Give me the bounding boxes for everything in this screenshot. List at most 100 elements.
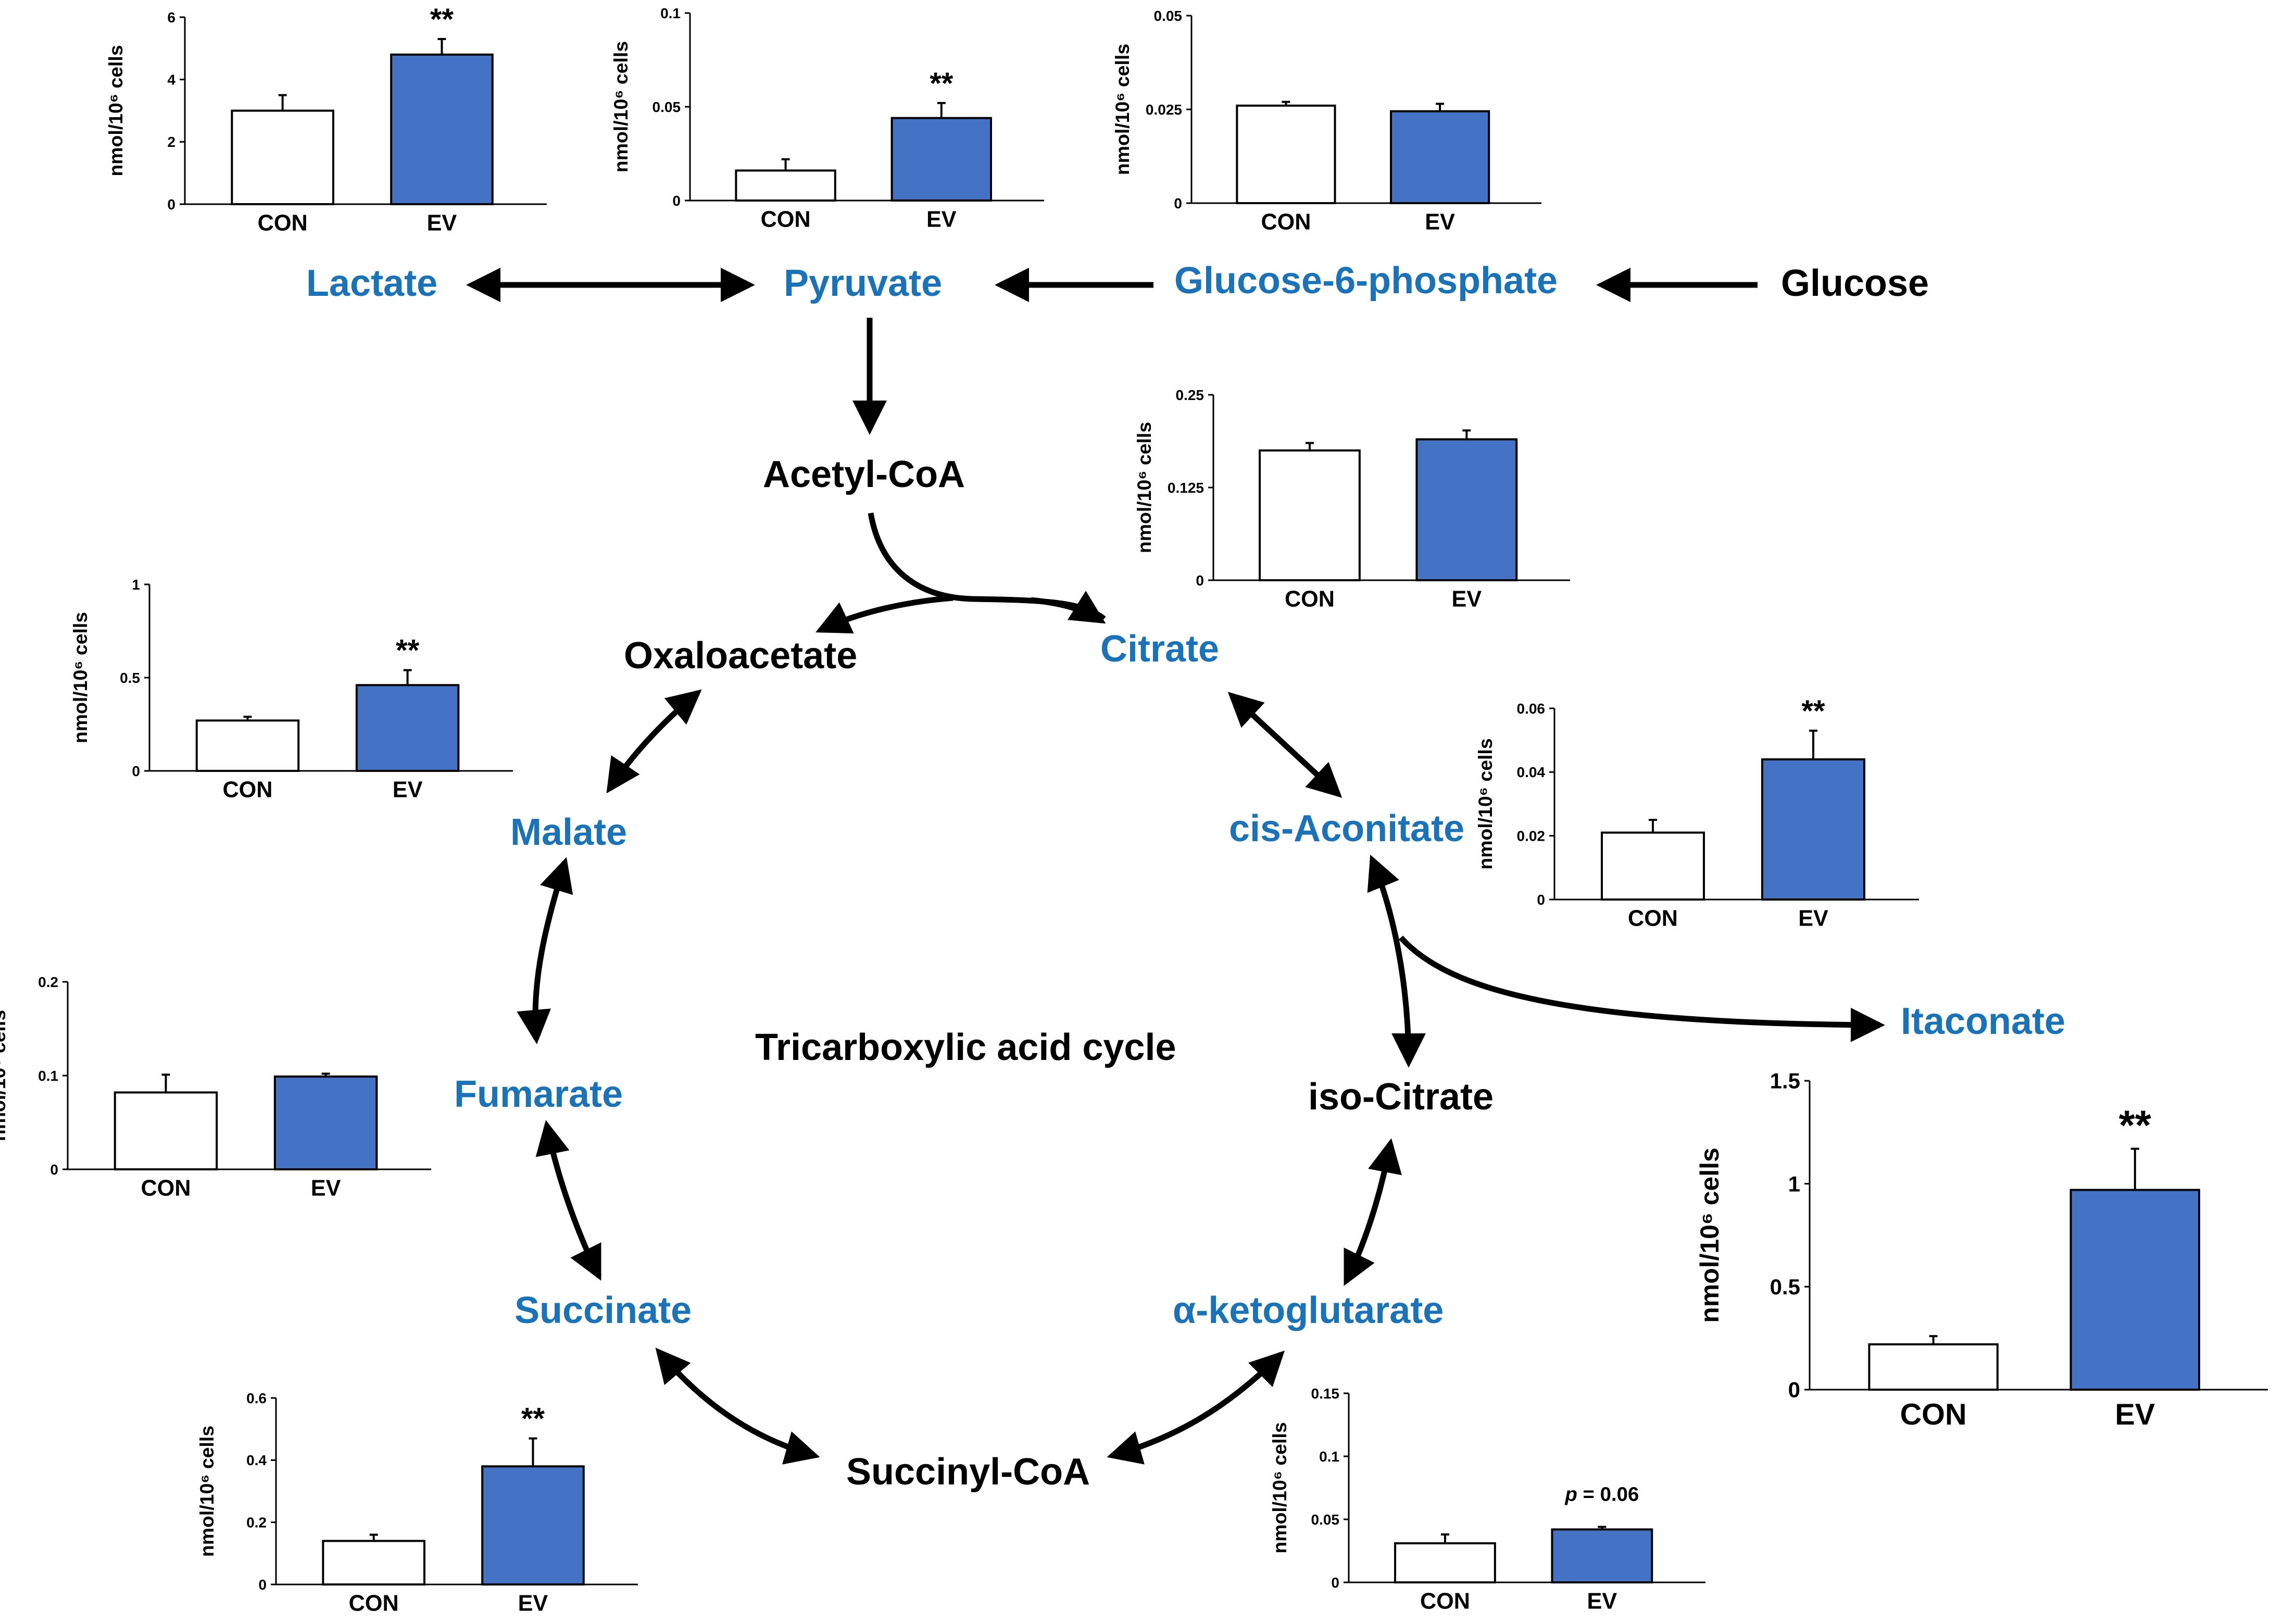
label-itaconate: Itaconate bbox=[1901, 1001, 2065, 1042]
y-tick-label: 0.125 bbox=[1168, 480, 1204, 496]
y-tick-label: 0 bbox=[50, 1162, 58, 1178]
y-tick-label: 0.05 bbox=[653, 99, 681, 115]
category-label-ev: EV bbox=[1587, 1589, 1617, 1614]
y-axis-label: nmol/10⁶ cells bbox=[610, 41, 632, 172]
category-label-con: CON bbox=[1900, 1398, 1967, 1431]
label-cis-aconitate: cis-Aconitate bbox=[1229, 808, 1464, 850]
y-tick-label: 1.5 bbox=[1770, 1069, 1800, 1093]
bar-ev bbox=[890, 117, 992, 202]
arrow-to-oxaloacetate bbox=[815, 595, 953, 634]
arrow-succinylcoa-succinate bbox=[655, 1347, 820, 1465]
significance-annotation: ** bbox=[396, 634, 420, 668]
category-label-ev: EV bbox=[427, 210, 457, 235]
category-label-ev: EV bbox=[311, 1176, 341, 1201]
y-tick-label: 0.05 bbox=[1311, 1512, 1340, 1528]
y-tick-label: 0.5 bbox=[120, 670, 140, 686]
bar-ev bbox=[390, 53, 494, 206]
y-tick-label: 0 bbox=[1331, 1575, 1339, 1591]
category-label-ev: EV bbox=[1452, 586, 1482, 611]
label-citrate: Citrate bbox=[1100, 628, 1219, 670]
bar-con bbox=[735, 169, 836, 202]
significance-annotation: ** bbox=[1801, 694, 1825, 728]
label-succinyl-coa: Succinyl-CoA bbox=[846, 1451, 1090, 1493]
bar-ev bbox=[355, 684, 460, 772]
bar-con bbox=[1394, 1542, 1496, 1583]
significance-annotation: ** bbox=[2119, 1102, 2152, 1148]
y-axis-label: nmol/10⁶ cells bbox=[196, 1426, 218, 1557]
bar-con bbox=[322, 1540, 425, 1585]
bar-con bbox=[1868, 1343, 1999, 1391]
y-tick-label: 0 bbox=[132, 763, 140, 779]
category-label-con: CON bbox=[258, 210, 308, 235]
bar-con bbox=[1259, 449, 1361, 581]
y-axis-label: nmol/10⁶ cells bbox=[1133, 422, 1155, 553]
y-tick-label: 0 bbox=[258, 1577, 267, 1593]
bar-con bbox=[1601, 831, 1705, 901]
bar-ev bbox=[1390, 110, 1490, 204]
category-label-con: CON bbox=[761, 207, 811, 232]
bar-ev bbox=[273, 1075, 378, 1171]
label-fumarate: Fumarate bbox=[454, 1073, 623, 1115]
y-tick-label: 0.1 bbox=[38, 1068, 58, 1084]
y-tick-label: 0 bbox=[1788, 1378, 1800, 1402]
label-lactate: Lactate bbox=[306, 263, 437, 304]
y-tick-label: 0.6 bbox=[246, 1390, 267, 1406]
y-axis-label: nmol/10⁶ cells bbox=[1269, 1422, 1290, 1553]
bar-ev bbox=[2069, 1189, 2201, 1391]
y-tick-label: 0.1 bbox=[1319, 1449, 1339, 1465]
label-iso-citrate: iso-Citrate bbox=[1308, 1076, 1494, 1118]
label-pyruvate: Pyruvate bbox=[784, 263, 942, 304]
y-axis-label: nmol/10⁶ cells bbox=[1111, 44, 1133, 175]
y-axis-label: nmol/10⁶ cells bbox=[105, 45, 127, 176]
y-tick-label: 0 bbox=[1196, 572, 1204, 589]
arrow-cisaconitate-isocitrate bbox=[1367, 854, 1426, 1068]
bar-ev bbox=[481, 1465, 585, 1585]
label-glucose: Glucose bbox=[1781, 263, 1929, 304]
category-label-ev: EV bbox=[1798, 906, 1828, 931]
category-label-ev: EV bbox=[518, 1591, 548, 1616]
significance-annotation: ** bbox=[430, 3, 454, 36]
category-label-con: CON bbox=[222, 777, 272, 802]
y-axis-label: nmol/10⁶ cells bbox=[1474, 738, 1496, 869]
category-label-ev: EV bbox=[1425, 209, 1455, 234]
bar-ev bbox=[1415, 438, 1518, 581]
y-tick-label: 6 bbox=[167, 9, 175, 26]
y-tick-label: 0.02 bbox=[1517, 828, 1546, 844]
y-tick-label: 0.05 bbox=[1154, 8, 1183, 24]
label-glucose-6-phosphate: Glucose-6-phosphate bbox=[1174, 260, 1558, 302]
pathway-title: Tricarboxylic acid cycle bbox=[755, 1027, 1176, 1068]
arrow-cisaconitate-itaconate bbox=[1398, 935, 1885, 1042]
y-tick-label: 0.15 bbox=[1311, 1385, 1340, 1402]
y-tick-label: 0.2 bbox=[38, 974, 58, 990]
category-label-con: CON bbox=[141, 1176, 191, 1201]
y-tick-label: 0 bbox=[167, 196, 175, 213]
y-tick-label: 0.5 bbox=[1770, 1275, 1800, 1299]
y-tick-label: 1 bbox=[1788, 1171, 1800, 1196]
significance-annotation: ** bbox=[521, 1402, 545, 1436]
category-label-con: CON bbox=[1261, 209, 1311, 234]
label-acetyl-coa: Acetyl-CoA bbox=[763, 454, 965, 495]
category-label-con: CON bbox=[1285, 586, 1335, 611]
y-tick-label: 4 bbox=[167, 71, 175, 88]
y-tick-label: 0 bbox=[1174, 195, 1182, 211]
bar-con bbox=[1236, 104, 1336, 204]
arrow-malate-oxaloacetate bbox=[606, 689, 702, 794]
y-tick-label: 0 bbox=[1537, 892, 1545, 908]
label-malate: Malate bbox=[510, 811, 627, 853]
y-tick-label: 0 bbox=[672, 193, 681, 209]
significance-annotation: p = 0.06 bbox=[1564, 1483, 1639, 1506]
y-tick-label: 2 bbox=[167, 134, 175, 150]
label-oxaloacetate: Oxaloacetate bbox=[624, 635, 857, 677]
y-axis-label: nmol/10⁶ cells bbox=[69, 612, 91, 743]
arrow-succinate-fumarate bbox=[535, 1120, 601, 1281]
label-succinate: Succinate bbox=[515, 1290, 692, 1331]
